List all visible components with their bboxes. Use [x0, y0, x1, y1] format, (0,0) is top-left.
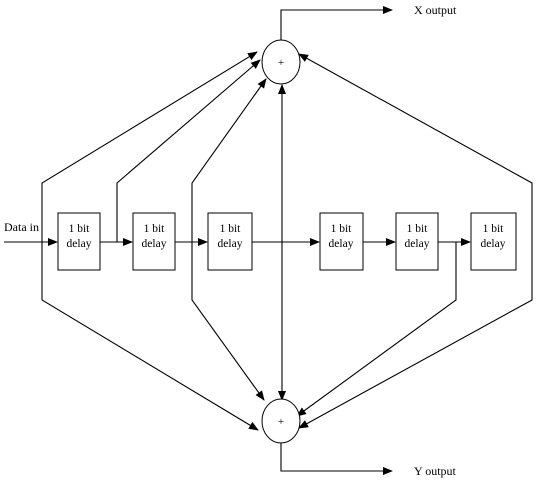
y-adder-symbol: + [278, 416, 284, 428]
delay-5-line1: 1 bit [407, 223, 429, 235]
tap-input-to-y [41, 242, 259, 431]
delay-block-6: 1 bit delay [470, 212, 517, 271]
tap-d6-to-y [298, 242, 533, 429]
data-in-label: Data in [4, 220, 39, 234]
delay-block-5: 1 bit delay [395, 212, 439, 271]
delay-block-3: 1 bit delay [207, 212, 253, 271]
x-adder-symbol: + [278, 57, 284, 69]
delay-2-line1: 1 bit [144, 223, 166, 235]
delay-3-line1: 1 bit [220, 223, 242, 235]
delay-4-line2: delay [329, 238, 354, 250]
tap-d2-to-x [191, 78, 267, 242]
delay-3-line2: delay [218, 238, 243, 250]
x-output-label: X output [414, 3, 457, 17]
delay-block-2: 1 bit delay [132, 212, 176, 271]
tap-d2-to-y [191, 242, 265, 401]
x-output-wire [280, 6, 393, 40]
delay-2-line2: delay [142, 238, 167, 250]
delay-4-line1: 1 bit [331, 223, 353, 235]
tap-d6-to-x [298, 53, 533, 242]
delay-block-1: 1 bit delay [57, 212, 101, 271]
x-adder: + [261, 39, 301, 85]
delay-6-line1: 1 bit [483, 223, 505, 235]
y-adder: + [261, 398, 301, 444]
delay-6-line2: delay [481, 238, 506, 250]
delay-5-line2: delay [405, 238, 430, 250]
delay-1-line2: delay [67, 238, 92, 250]
tap-d1-to-x [116, 59, 261, 242]
y-output-wire [280, 443, 393, 475]
delay-block-4: 1 bit delay [319, 212, 364, 271]
delay-1-line1: 1 bit [69, 223, 91, 235]
tap-input-to-x [41, 51, 258, 242]
y-output-label: Y output [414, 464, 457, 478]
tap-d5-to-y [296, 242, 457, 417]
